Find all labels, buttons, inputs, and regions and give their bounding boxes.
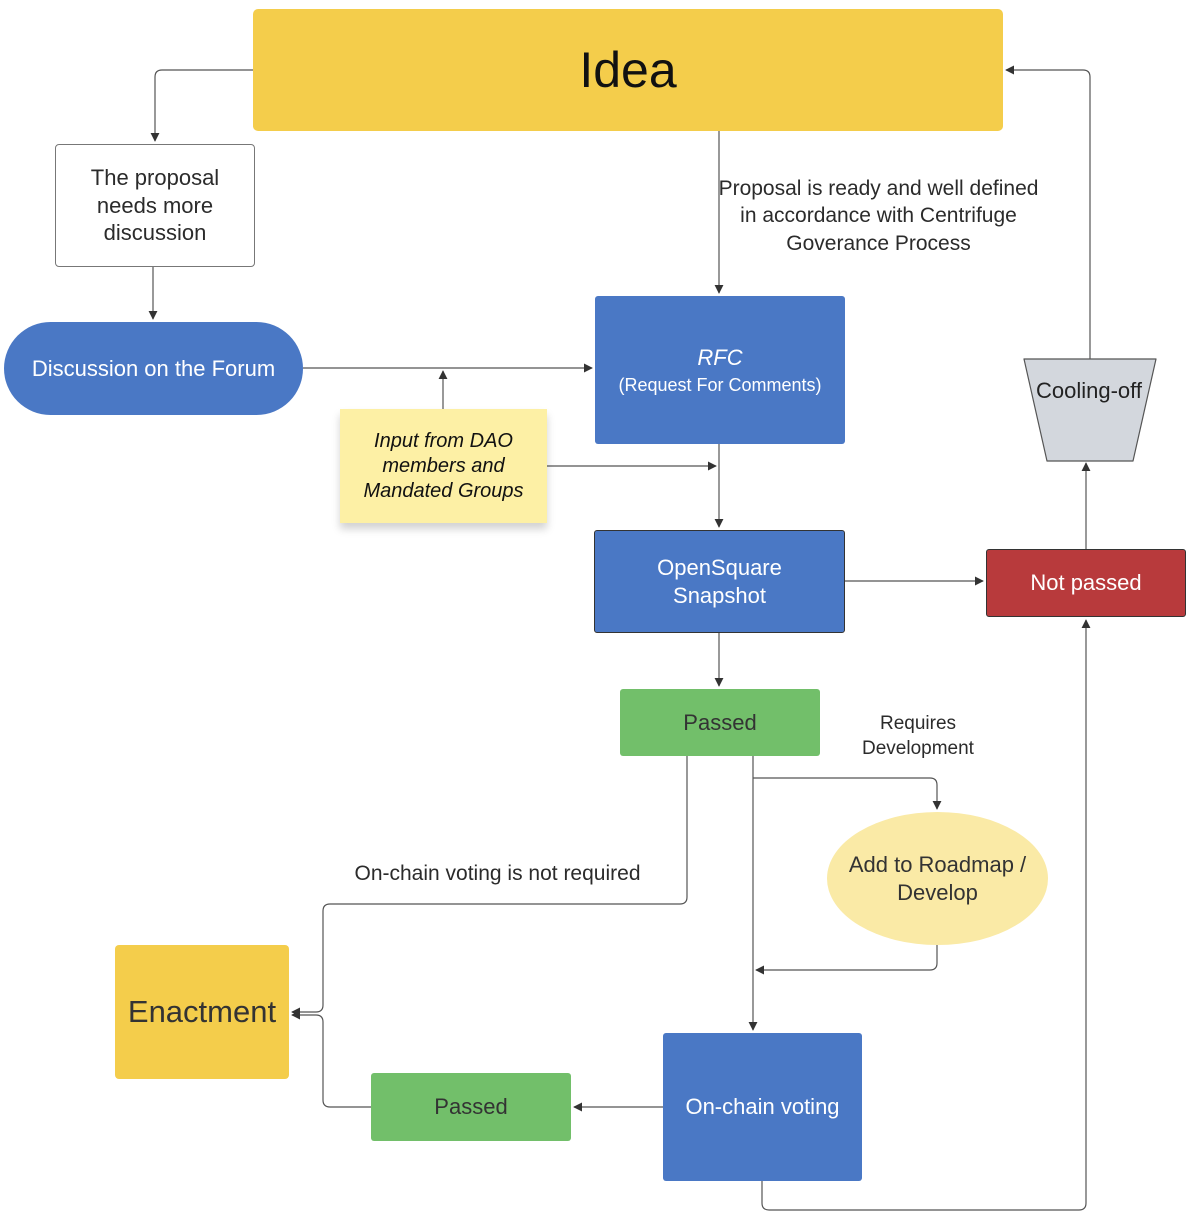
arrow-cooling-to-idea [1005,65,1091,359]
cooling-off-shape [1023,358,1157,462]
onchain-not-required-label: On-chain voting is not required [354,862,641,885]
cooling-off-label: Cooling-off [1036,378,1142,403]
not-passed-label: Not passed [1030,570,1142,595]
forum-label: Discussion on the Forum [31,355,276,381]
rfc-subtitle: (Request For Comments) [618,374,822,395]
requires-development-label: Requires Development [862,713,974,759]
idea-node: Idea [253,9,1003,131]
roadmap-label: Add to Roadmap / Develop [848,852,1027,905]
enactment-label: Enactment [127,994,277,1029]
idea-label: Idea [579,42,677,98]
arrow-passed-to-roadmap [753,777,942,810]
roadmap-develop-node: Add to Roadmap / Develop [827,812,1048,945]
rfc-node: RFC (Request For Comments) [595,296,845,444]
onchain-voting-node: On-chain voting [663,1033,862,1181]
passed-onchain-node: Passed [371,1073,571,1141]
dao-input-sticky-note: Input from DAO members and Mandated Grou… [340,409,547,523]
dao-input-label: Input from DAO members and Mandated Grou… [363,429,524,502]
passed-label: Passed [683,709,757,735]
passed-node: Passed [620,689,820,756]
onchain-voting-label: On-chain voting [685,1094,840,1119]
rfc-title: RFC [697,344,743,370]
arrow-onchain-to-notpassed [761,619,1091,1211]
arrow-passed2-to-enactment [291,1010,371,1108]
enactment-node: Enactment [115,945,289,1079]
arrow-passed-to-enactment [291,756,688,1017]
forum-discussion-node: Discussion on the Forum [4,322,303,415]
arrow-idea-to-proposal [150,69,253,142]
proposal-ready-label: Proposal is ready and well defined in ac… [718,177,1039,255]
passed-onchain-label: Passed [434,1094,508,1119]
arrow-roadmap-to-voting-line [755,945,938,975]
snapshot-label: OpenSquare Snapshot [657,555,782,608]
proposal-label: The proposal needs more discussion [90,165,220,246]
opensquare-snapshot-node: OpenSquare Snapshot [594,530,845,633]
not-passed-node: Not passed [986,549,1186,617]
proposal-needs-discussion-node: The proposal needs more discussion [55,144,255,267]
